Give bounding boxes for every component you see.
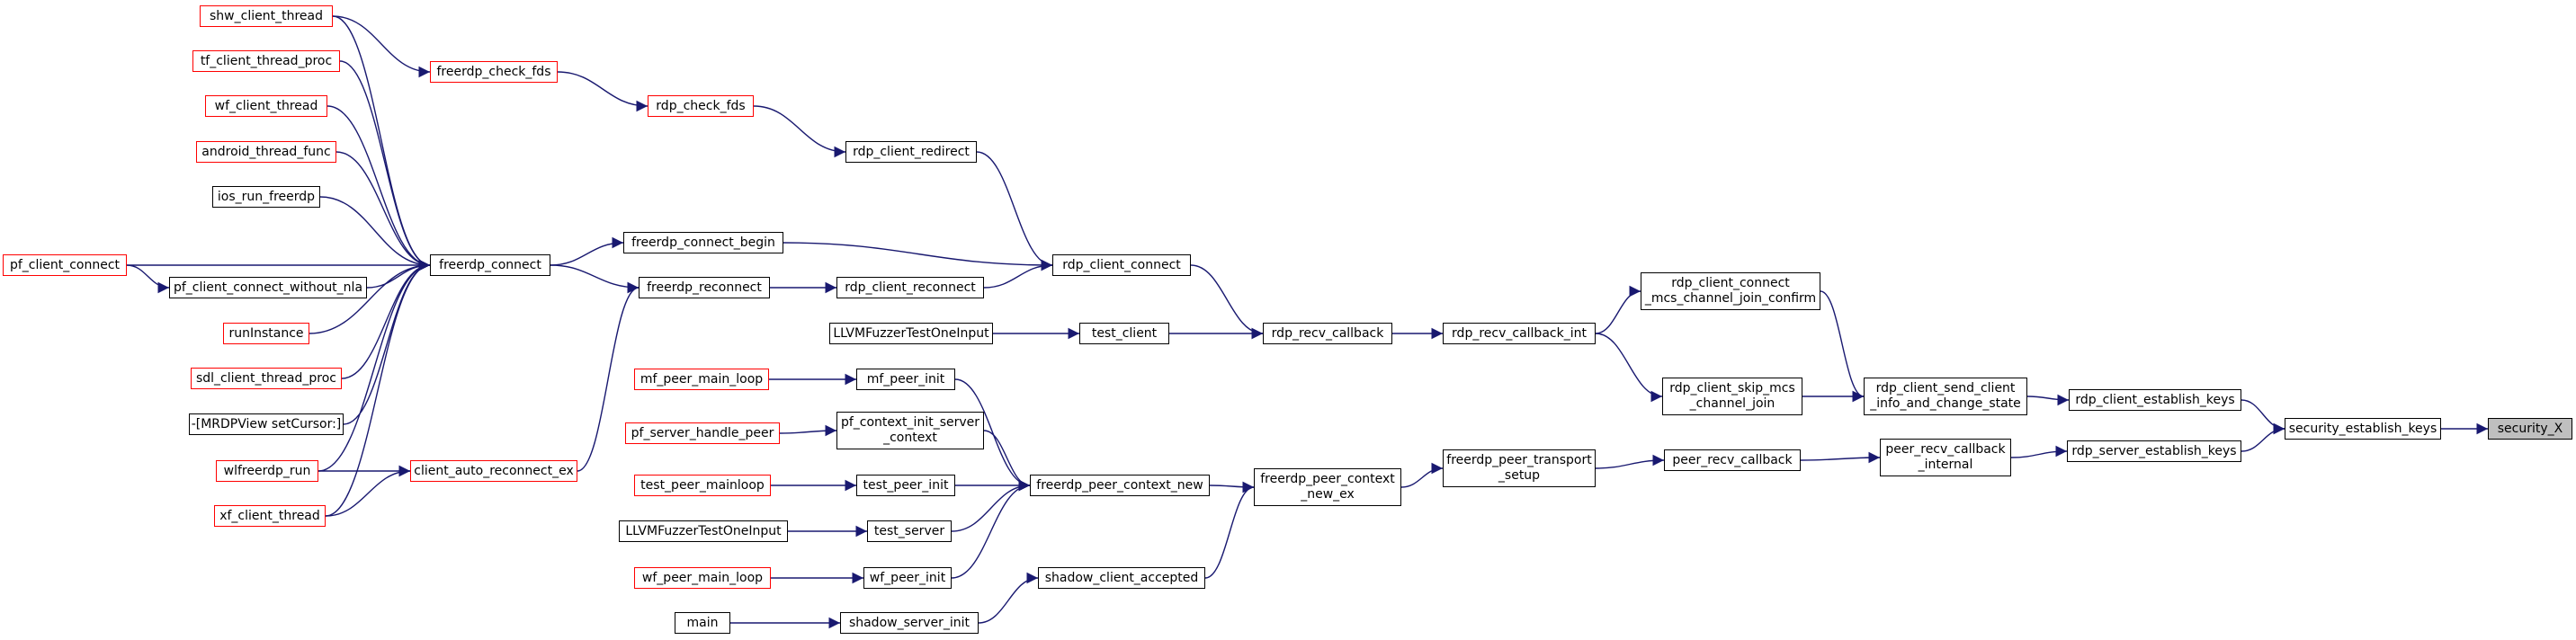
node-ios_run_freerdp[interactable]: ios_run_freerdp [212,186,320,208]
edge-rdp_recv_callback_int-to-rdp_client_skip_mcs_channel_join [1595,333,1663,403]
edge-tf_client_thread_proc-to-freerdp_connect [339,60,431,271]
node-main[interactable]: main [675,612,730,634]
edge-pf_context_init_server_context-to-freerdp_peer_context_new [983,430,1031,492]
edge-shadow_server_init-to-shadow_client_accepted [978,572,1039,624]
edge-freerdp_connect-to-freerdp_reconnect [550,264,640,294]
node-rdp_client_establish_keys[interactable]: rdp_client_establish_keys [2069,389,2241,411]
node-test_peer_mainloop[interactable]: test_peer_mainloop [634,475,771,496]
node-xf_client_thread[interactable]: xf_client_thread [214,505,326,527]
edge-shw_client_thread-to-freerdp_connect [332,15,431,271]
edge-pf_server_handle_peer-to-pf_context_init_server_context [779,424,837,437]
edge-freerdp_peer_context_new-to-freerdp_peer_context_new_ex [1209,481,1255,493]
node-android_thread_func[interactable]: android_thread_func [196,141,336,163]
node-security_X: security_X [2488,418,2572,440]
node-rdp_client_connect_mcs_channel_join_confirm[interactable]: rdp_client_connect _mcs_channel_join_con… [1641,272,1820,310]
node-shadow_server_init[interactable]: shadow_server_init [840,612,979,634]
node-peer_recv_callback_internal[interactable]: peer_recv_callback _internal [1880,439,2011,476]
edge-ios_run_freerdp-to-freerdp_connect [319,196,431,271]
edge-peer_recv_callback-to-peer_recv_callback_internal [1800,451,1881,464]
edge-rdp_check_fds-to-rdp_client_redirect [753,105,846,158]
node-rdp_client_reconnect[interactable]: rdp_client_reconnect [836,277,984,298]
node-mf_peer_init[interactable]: mf_peer_init [856,369,955,390]
edge-client_auto_reconnect_ex-to-freerdp_reconnect [577,281,640,472]
node-freerdp_connect[interactable]: freerdp_connect [430,254,550,276]
node-peer_recv_callback[interactable]: peer_recv_callback [1664,449,1801,471]
node-mf_peer_main_loop[interactable]: mf_peer_main_loop [634,369,769,390]
node-sdl_client_thread_proc[interactable]: sdl_client_thread_proc [191,368,342,389]
edge-xf_client_thread-to-client_auto_reconnect_ex [325,465,411,517]
node-freerdp_peer_transport_setup[interactable]: freerdp_peer_transport _setup [1443,449,1596,487]
edge-xf_client_thread-to-freerdp_connect [325,259,431,517]
node-shadow_client_accepted[interactable]: shadow_client_accepted [1038,567,1205,589]
node-pf_client_connect_without_nla[interactable]: pf_client_connect_without_nla [169,277,367,298]
node-runInstance[interactable]: runInstance [223,323,309,344]
edge-freerdp_connect_begin-to-rdp_client_connect [783,242,1053,271]
edge-rdp_server_establish_keys-to-security_establish_keys [2241,422,2285,452]
node-pf_context_init_server_context[interactable]: pf_context_init_server _context [836,412,984,449]
node-mrdpview_setcursor[interactable]: -[MRDPView setCursor:] [189,413,344,435]
node-rdp_client_redirect[interactable]: rdp_client_redirect [845,141,977,163]
node-freerdp_peer_context_new_ex[interactable]: freerdp_peer_context _new_ex [1254,468,1401,506]
edge-rdp_client_connect-to-rdp_recv_callback [1190,264,1264,340]
node-test_peer_init[interactable]: test_peer_init [856,475,955,496]
edge-wlfreerdp_run-to-freerdp_connect [318,259,431,472]
node-wlfreerdp_run[interactable]: wlfreerdp_run [216,460,318,482]
edge-rdp_client_redirect-to-rdp_client_connect [976,151,1053,271]
node-security_establish_keys[interactable]: security_establish_keys [2285,418,2441,440]
edge-rdp_client_send_client_info_and_change_state-to-rdp_client_establish_keys [2026,394,2070,406]
edge-test_server-to-freerdp_peer_context_new [951,479,1031,532]
node-freerdp_connect_begin[interactable]: freerdp_connect_begin [623,232,783,253]
edge-shw_client_thread-to-freerdp_check_fds [332,15,431,78]
edge-freerdp_peer_context_new_ex-to-freerdp_peer_transport_setup [1400,462,1444,488]
edge-android_thread_func-to-freerdp_connect [335,151,431,271]
edge-wf_client_thread-to-freerdp_connect [326,105,431,271]
node-freerdp_peer_context_new[interactable]: freerdp_peer_context_new [1030,475,1210,496]
edge-rdp_client_establish_keys-to-security_establish_keys [2241,399,2285,435]
node-rdp_recv_callback[interactable]: rdp_recv_callback [1263,323,1392,344]
node-client_auto_reconnect_ex[interactable]: client_auto_reconnect_ex [410,460,577,482]
edge-freerdp_connect-to-freerdp_connect_begin [550,236,624,266]
node-rdp_recv_callback_int[interactable]: rdp_recv_callback_int [1443,323,1596,344]
node-llvm_fuzzer_1[interactable]: LLVMFuzzerTestOneInput [829,323,993,344]
node-rdp_client_skip_mcs_channel_join[interactable]: rdp_client_skip_mcs _channel_join [1662,378,1802,415]
edge-peer_recv_callback_internal-to-rdp_server_establish_keys [2010,445,2068,458]
node-freerdp_check_fds[interactable]: freerdp_check_fds [430,61,558,83]
edge-shadow_client_accepted-to-freerdp_peer_context_new_ex [1204,481,1255,579]
edge-freerdp_peer_transport_setup-to-peer_recv_callback [1595,454,1665,469]
node-rdp_server_establish_keys[interactable]: rdp_server_establish_keys [2067,440,2241,462]
node-rdp_check_fds[interactable]: rdp_check_fds [648,95,754,117]
node-wf_peer_main_loop[interactable]: wf_peer_main_loop [634,567,771,589]
edge-rdp_recv_callback_int-to-rdp_client_connect_mcs_channel_join_confirm [1595,285,1641,334]
edge-wf_peer_init-to-freerdp_peer_context_new [951,479,1031,579]
node-rdp_client_connect[interactable]: rdp_client_connect [1052,254,1191,276]
node-wf_peer_init[interactable]: wf_peer_init [863,567,952,589]
node-tf_client_thread_proc[interactable]: tf_client_thread_proc [192,50,340,72]
edge-rdp_client_reconnect-to-rdp_client_connect [983,259,1053,289]
node-test_server[interactable]: test_server [867,520,952,542]
node-wf_client_thread[interactable]: wf_client_thread [205,95,327,117]
edge-rdp_client_connect_mcs_channel_join_confirm-to-rdp_client_send_client_info_and_change_state [1820,290,1865,403]
edge-pf_client_connect-to-pf_client_connect_without_nla [126,264,170,294]
node-llvm_fuzzer_2[interactable]: LLVMFuzzerTestOneInput [619,520,788,542]
edge-runInstance-to-freerdp_connect [309,259,431,334]
node-test_client[interactable]: test_client [1079,323,1169,344]
node-pf_server_handle_peer[interactable]: pf_server_handle_peer [625,422,780,444]
node-rdp_client_send_client_info_and_change_state[interactable]: rdp_client_send_client _info_and_change_… [1864,378,2027,415]
edge-freerdp_check_fds-to-rdp_check_fds [557,71,648,112]
node-freerdp_reconnect[interactable]: freerdp_reconnect [639,277,770,298]
node-shw_client_thread[interactable]: shw_client_thread [200,5,333,27]
node-pf_client_connect[interactable]: pf_client_connect [3,254,127,276]
